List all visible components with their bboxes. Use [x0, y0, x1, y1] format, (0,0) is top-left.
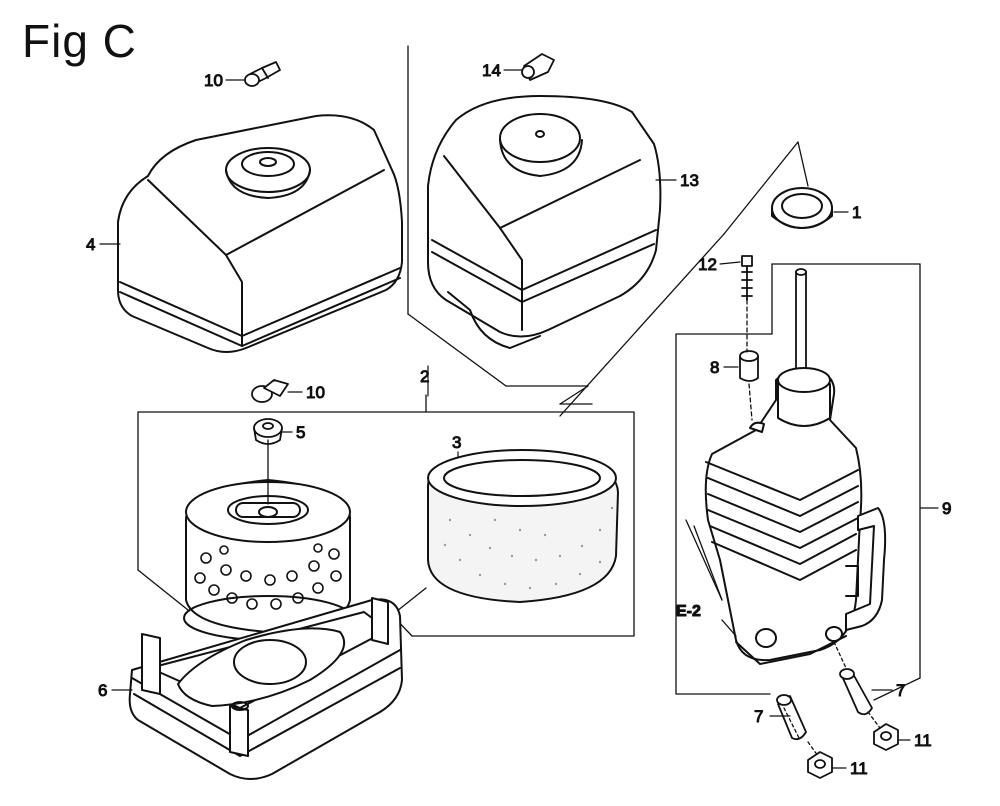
bolt-lower-left	[251, 379, 289, 403]
air-cleaner-cover-middle	[427, 95, 662, 349]
seal-ring	[771, 187, 833, 229]
callout-5: 5	[296, 423, 305, 442]
pin-right	[839, 668, 873, 716]
callout-10-top: 10	[204, 71, 223, 90]
leader-lines	[99, 69, 939, 769]
callout-11-bottom: 11	[850, 759, 868, 778]
bolt-top-middle	[521, 53, 555, 81]
element-assembly-bracket	[137, 394, 635, 637]
filter-element-cylinder	[183, 439, 353, 641]
callout-4: 4	[86, 235, 95, 254]
air-intake-body	[704, 367, 887, 665]
figure-title: Fig C	[22, 15, 137, 67]
callout-13: 13	[680, 171, 699, 190]
callout-7-right: 7	[896, 681, 905, 700]
mounting-rod	[795, 268, 807, 387]
right-group-bracket	[559, 141, 921, 757]
screw	[741, 255, 753, 301]
foam-filter-element	[427, 449, 619, 603]
callout-12: 12	[698, 255, 717, 274]
callout-e2: E-2	[676, 603, 701, 620]
nut-right	[873, 723, 899, 751]
callout-10-lower: 10	[306, 383, 325, 402]
middle-group-bracket	[407, 45, 593, 405]
callout-8: 8	[710, 358, 719, 377]
callout-9: 9	[942, 499, 951, 518]
pin-left	[776, 694, 807, 741]
callout-7-left: 7	[754, 707, 763, 726]
air-cleaner-case	[128, 597, 403, 780]
nut-bottom	[807, 751, 833, 779]
callout-3: 3	[452, 433, 461, 452]
callout-1: 1	[852, 203, 861, 222]
air-cleaner-cover-left	[117, 114, 403, 353]
collar	[739, 350, 759, 382]
callout-11-right: 11	[914, 731, 932, 750]
callout-2: 2	[420, 367, 429, 386]
callout-14: 14	[482, 61, 501, 80]
bolt-top-left	[244, 61, 281, 87]
wing-nut	[253, 418, 283, 445]
callout-6: 6	[98, 681, 107, 700]
